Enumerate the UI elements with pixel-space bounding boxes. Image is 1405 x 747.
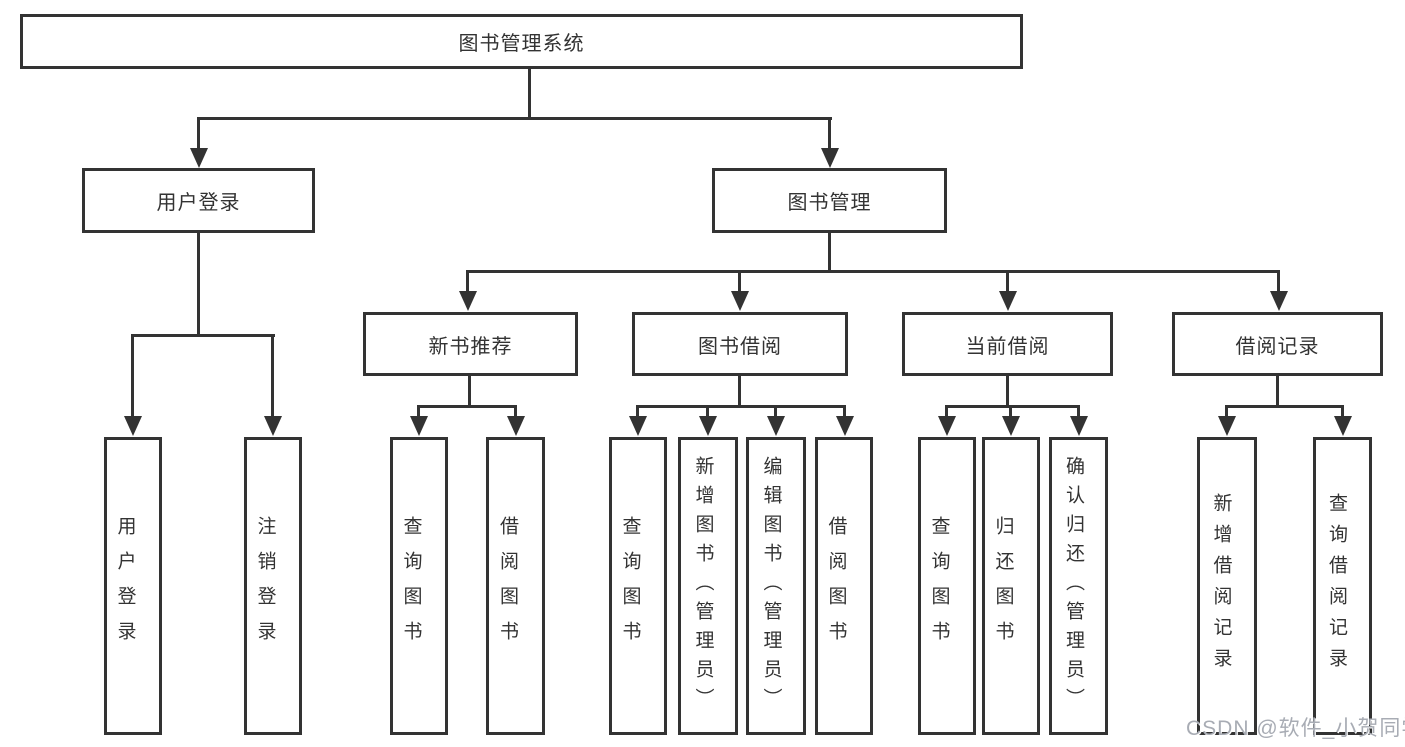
node-current-borrowing-label: 当前借阅	[965, 335, 1050, 358]
connector-stem	[528, 69, 531, 119]
connector-hline	[1225, 405, 1344, 408]
node-book-borrowing-label: 图书借阅	[698, 335, 782, 358]
node-leaf-return-books-label: 归还图书	[992, 516, 1014, 656]
connector-stem	[468, 376, 471, 407]
node-book-management-label: 图书管理	[787, 192, 872, 214]
node-leaf-add-books-admin: 新增图书（管理员）	[678, 437, 738, 735]
connector-stem	[1006, 376, 1009, 407]
arrowhead-down-icon	[1070, 416, 1088, 436]
node-leaf-query-books-current: 查询图书	[918, 437, 976, 735]
node-leaf-user-login: 用户登录	[104, 437, 162, 735]
connector-stem	[417, 405, 420, 418]
node-library-system: 图书管理系统	[20, 14, 1023, 69]
node-leaf-add-borrow-record: 新增借阅记录	[1197, 437, 1257, 735]
connector-stem	[945, 405, 948, 418]
arrowhead-down-icon	[629, 416, 647, 436]
node-user-login: 用户登录	[82, 168, 315, 233]
connector-stem	[1277, 270, 1280, 293]
connector-stem	[271, 334, 274, 417]
connector-stem	[706, 405, 709, 418]
node-leaf-edit-books-admin-label: 编辑图书（管理员）	[760, 455, 782, 717]
arrowhead-down-icon	[999, 291, 1017, 311]
csdn-watermark: CSDN @软件_小贺同学	[1186, 717, 1405, 740]
connector-stem	[774, 405, 777, 418]
connector-stem	[738, 270, 741, 293]
node-leaf-query-books-recommend-label: 查询图书	[400, 516, 422, 656]
arrowhead-down-icon	[1334, 416, 1352, 436]
node-leaf-confirm-return-admin-label: 确认归还（管理员）	[1063, 455, 1084, 717]
connector-stem	[828, 233, 831, 272]
node-book-management: 图书管理	[712, 168, 947, 233]
node-leaf-logout: 注销登录	[244, 437, 302, 735]
connector-stem	[131, 334, 134, 417]
node-leaf-add-books-admin-label: 新增图书（管理员）	[692, 455, 714, 717]
connector-hline	[417, 405, 517, 408]
connector-stem	[514, 405, 517, 418]
node-user-login-label: 用户登录	[156, 192, 241, 214]
connector-stem	[1006, 270, 1009, 293]
node-borrowing-records-label: 借阅记录	[1235, 335, 1320, 358]
arrowhead-down-icon	[1002, 416, 1020, 436]
node-leaf-borrow-books-recommend-label: 借阅图书	[497, 516, 518, 656]
node-leaf-borrow-books-recommend: 借阅图书	[486, 437, 545, 735]
node-leaf-user-login-label: 用户登录	[114, 516, 136, 656]
node-leaf-return-books: 归还图书	[982, 437, 1040, 735]
connector-hline	[197, 117, 832, 120]
connector-stem	[828, 117, 831, 150]
connector-hline	[466, 270, 1280, 273]
connector-hline	[131, 334, 275, 337]
connector-stem	[1341, 405, 1344, 418]
node-leaf-borrow-books-borrowing-label: 借阅图书	[825, 516, 847, 656]
arrowhead-down-icon	[836, 416, 854, 436]
arrowhead-down-icon	[124, 416, 142, 436]
node-leaf-query-books-borrowing: 查询图书	[609, 437, 667, 735]
arrowhead-down-icon	[699, 416, 717, 436]
arrowhead-down-icon	[767, 416, 785, 436]
connector-stem	[197, 233, 200, 337]
arrowhead-down-icon	[264, 416, 282, 436]
arrowhead-down-icon	[190, 148, 208, 168]
node-new-book-recommendation-label: 新书推荐	[428, 335, 513, 358]
connector-stem	[466, 270, 469, 293]
connector-stem	[1077, 405, 1080, 418]
node-leaf-query-books-current-label: 查询图书	[928, 516, 950, 656]
node-leaf-edit-books-admin: 编辑图书（管理员）	[746, 437, 806, 735]
node-leaf-query-books-borrowing-label: 查询图书	[619, 516, 641, 656]
connector-stem	[843, 405, 846, 418]
arrowhead-down-icon	[1270, 291, 1288, 311]
arrowhead-down-icon	[821, 148, 839, 168]
node-leaf-confirm-return-admin: 确认归还（管理员）	[1049, 437, 1108, 735]
node-leaf-query-borrow-record-label: 查询借阅记录	[1326, 493, 1347, 679]
connector-stem	[1276, 376, 1279, 407]
node-library-system-label: 图书管理系统	[458, 33, 585, 55]
node-borrowing-records: 借阅记录	[1172, 312, 1383, 376]
arrowhead-down-icon	[731, 291, 749, 311]
node-new-book-recommendation: 新书推荐	[363, 312, 578, 376]
connector-stem	[197, 117, 200, 150]
connector-stem	[1225, 405, 1228, 418]
node-book-borrowing: 图书借阅	[632, 312, 848, 376]
connector-hline	[945, 405, 1080, 408]
node-leaf-logout-label: 注销登录	[254, 516, 276, 656]
node-leaf-add-borrow-record-label: 新增借阅记录	[1210, 493, 1232, 679]
node-leaf-query-borrow-record: 查询借阅记录	[1313, 437, 1372, 735]
arrowhead-down-icon	[507, 416, 525, 436]
arrowhead-down-icon	[459, 291, 477, 311]
connector-stem	[1009, 405, 1012, 418]
connector-stem	[636, 405, 639, 418]
node-leaf-borrow-books-borrowing: 借阅图书	[815, 437, 873, 735]
arrowhead-down-icon	[410, 416, 428, 436]
connector-stem	[738, 376, 741, 407]
arrowhead-down-icon	[1218, 416, 1236, 436]
arrowhead-down-icon	[938, 416, 956, 436]
node-leaf-query-books-recommend: 查询图书	[390, 437, 448, 735]
connector-hline	[636, 405, 846, 408]
node-current-borrowing: 当前借阅	[902, 312, 1113, 376]
